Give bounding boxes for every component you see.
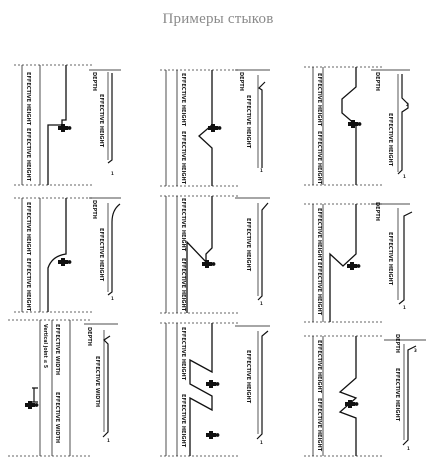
joint-3-1: Vertical joint ≤ 5 EFFECTIVE WIDTH EFFEC…	[8, 319, 118, 457]
effective-height-label: EFFECTIVE HEIGHT	[245, 350, 251, 404]
effective-height-label: EFFECTIVE HEIGHT	[245, 218, 251, 272]
effective-height-label: EFFECTIVE HEIGHT	[180, 198, 186, 252]
joint-1-1: EFFECTIVE HEIGHT EFFECTIVE HEIGHT DEPTH …	[14, 64, 121, 186]
depth-label: DEPTH	[394, 334, 400, 353]
effective-height-label: EFFECTIVE HEIGHT	[180, 327, 186, 381]
joint-1-3: EFFECTIVE HEIGHT EFFECTIVE HEIGHT DEPTH …	[304, 66, 410, 186]
effective-height-label: EFFECTIVE HEIGHT	[98, 228, 104, 282]
effective-height-label: EFFECTIVE HEIGHT	[387, 113, 393, 167]
effective-height-label: EFFECTIVE HEIGHT	[316, 208, 322, 262]
joint-2-2: EFFECTIVE HEIGHT EFFECTIVE HEIGHT EFFECT…	[160, 195, 270, 314]
effective-height-label: EFFECTIVE HEIGHT	[180, 258, 186, 312]
number-1-label: 1	[403, 305, 406, 311]
number-1-label: 1	[260, 168, 263, 174]
joint-3-3: EFFECTIVE HEIGHT EFFECTIVE HEIGHT DEPTH …	[304, 334, 426, 457]
effective-height-label: EFFECTIVE HEIGHT	[316, 73, 322, 127]
number-1-label: 1	[107, 438, 110, 444]
effective-height-label: EFFECTIVE HEIGHT	[316, 398, 322, 452]
effective-height-label: EFFECTIVE HEIGHT	[316, 131, 322, 185]
joint-1-2: EFFECTIVE HEIGHT EFFECTIVE HEIGHT DEPTH …	[160, 69, 270, 187]
effective-height-label: EFFECTIVE HEIGHT	[316, 262, 322, 316]
number-1-label: 1	[403, 174, 406, 180]
number-1-label: 1	[260, 301, 263, 307]
depth-label: DEPTH	[374, 202, 380, 221]
effective-height-label: EFFECTIVE HEIGHT	[180, 394, 186, 448]
effective-width-label: EFFECTIVE WIDTH	[94, 356, 100, 407]
effective-height-label: EFFECTIVE HEIGHT	[394, 368, 400, 422]
effective-height-label: EFFECTIVE HEIGHT	[316, 340, 322, 394]
effective-height-label: EFFECTIVE HEIGHT	[25, 258, 31, 312]
number-1-label: 1	[407, 446, 410, 452]
effective-height-label: EFFECTIVE HEIGHT	[25, 72, 31, 126]
effective-height-label: EFFECTIVE HEIGHT	[25, 202, 31, 256]
number-1-label: 1	[260, 440, 263, 446]
number-1-label: 1	[111, 296, 114, 302]
number-1-label: 1	[111, 171, 114, 177]
joint-2-3: EFFECTIVE HEIGHT EFFECTIVE HEIGHT DEPTH …	[304, 202, 413, 323]
joint-3-2: EFFECTIVE HEIGHT EFFECTIVE HEIGHT EFFECT…	[160, 322, 270, 457]
depth-label: DEPTH	[374, 72, 380, 91]
page-title: Примеры стыков	[162, 11, 274, 27]
depth-label: DEPTH	[91, 72, 97, 91]
effective-width-label: EFFECTIVE WIDTH	[54, 392, 60, 443]
vertical-joint-label: Vertical joint ≤ 5	[42, 324, 48, 368]
depth-label: DEPTH	[91, 200, 97, 219]
depth-label: DEPTH	[238, 72, 244, 91]
effective-height-label: EFFECTIVE HEIGHT	[25, 128, 31, 182]
depth-label: DEPTH	[86, 327, 92, 346]
effective-width-label: EFFECTIVE WIDTH	[54, 324, 60, 375]
effective-height-label: EFFECTIVE HEIGHT	[98, 94, 104, 148]
effective-height-label: EFFECTIVE HEIGHT	[180, 73, 186, 127]
number-2-label: 2	[406, 102, 409, 108]
effective-height-label: EFFECTIVE HEIGHT	[245, 95, 251, 149]
number-3-label: 3	[414, 348, 417, 354]
joint-2-1: EFFECTIVE HEIGHT EFFECTIVE HEIGHT DEPTH …	[14, 197, 121, 313]
effective-height-label: EFFECTIVE HEIGHT	[387, 232, 393, 286]
effective-height-label: EFFECTIVE HEIGHT	[180, 131, 186, 185]
